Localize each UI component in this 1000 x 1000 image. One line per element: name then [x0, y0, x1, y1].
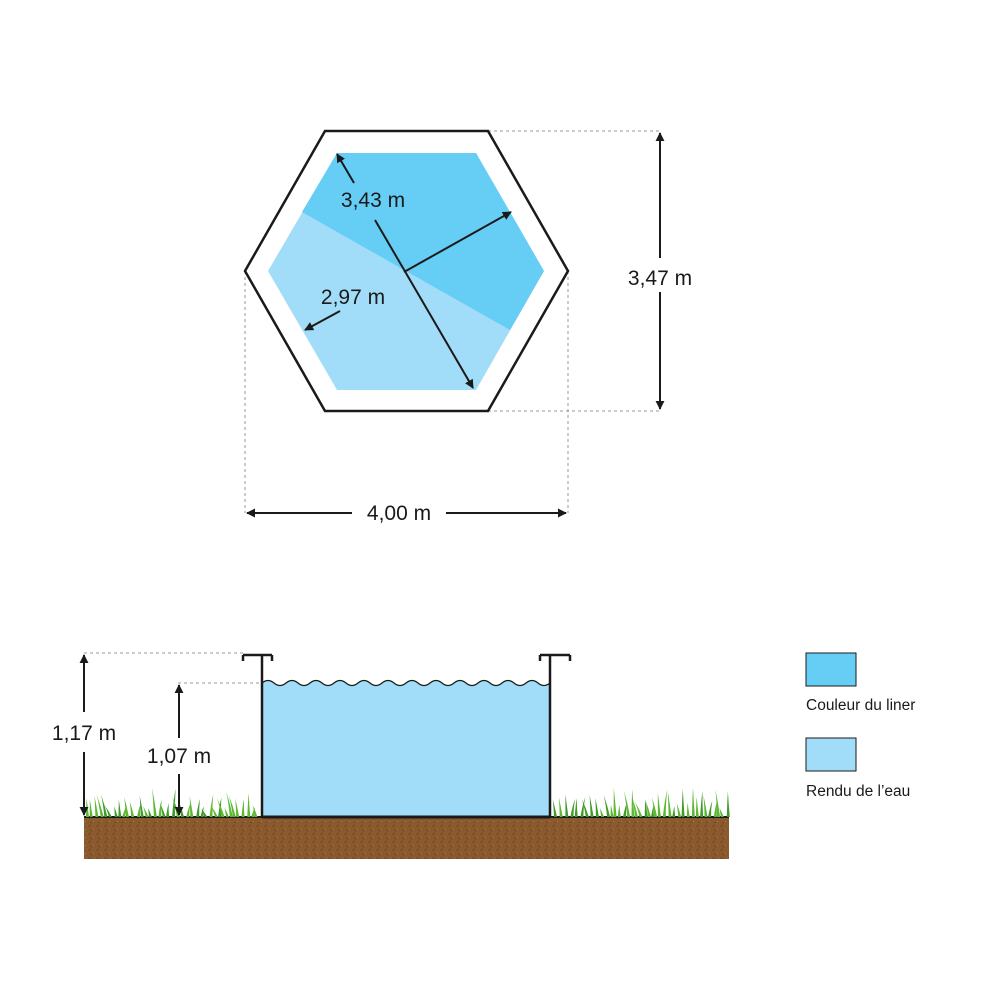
grass-blade	[657, 792, 661, 817]
grass-blade	[172, 788, 176, 817]
water-wave-line	[261, 679, 551, 687]
grass-blade	[118, 799, 122, 817]
grass-blade	[124, 797, 129, 817]
grass-blade	[224, 807, 229, 817]
grass-blade	[186, 803, 191, 817]
diagonal-arrow-lower	[374, 219, 474, 389]
grass-blade	[632, 798, 638, 817]
grass-blade	[662, 789, 668, 817]
grass-blade	[137, 803, 141, 817]
grass-blade	[603, 794, 611, 817]
diagonal-arrow-upper	[336, 153, 355, 184]
grass-blade	[196, 799, 200, 817]
grass-left	[86, 788, 258, 817]
liner-surface	[302, 153, 544, 330]
grass-blade	[708, 800, 713, 817]
legend: Couleur du liner Rendu de l’eau	[805, 652, 915, 800]
grass-blade	[139, 795, 144, 817]
grass-blade	[681, 788, 685, 817]
grass-blade	[667, 791, 672, 817]
grass-blade	[715, 789, 721, 817]
width-label: 4,00 m	[367, 502, 431, 525]
soil	[84, 817, 729, 859]
grass-blade	[695, 796, 699, 817]
inner-width-arrow-lower	[304, 310, 341, 331]
diagonal-label: 3,43 m	[341, 189, 405, 212]
grass-blade	[200, 806, 204, 817]
grass-blade	[228, 795, 236, 817]
grass-blade	[634, 801, 643, 817]
side-view: 1,17 m 1,07 m	[52, 652, 730, 859]
grass-blade	[104, 805, 112, 817]
grass-blade	[589, 794, 594, 817]
legend-swatch-water	[805, 737, 857, 772]
grass-blade	[595, 798, 599, 817]
grass-blade	[558, 797, 563, 817]
grass-blade	[252, 804, 258, 817]
grass-blade	[703, 795, 708, 817]
grass-blade	[210, 805, 218, 817]
inner-width-arrow-upper	[403, 211, 512, 273]
legend-label-water: Rendu de l’eau	[806, 783, 910, 800]
grass-blade	[726, 791, 730, 817]
grass-blade	[201, 808, 208, 817]
side-water	[262, 680, 550, 817]
grass-blade	[152, 788, 157, 817]
grass-blade	[691, 787, 695, 817]
grass-blade	[101, 794, 108, 817]
legend-swatch-liner	[805, 652, 857, 687]
legend-label-liner: Couleur du liner	[806, 697, 915, 714]
grass-blade	[570, 798, 576, 817]
grass-blade	[209, 794, 214, 817]
pool-wall-right	[538, 653, 572, 817]
grass-blade	[651, 806, 655, 817]
grass-blade	[631, 789, 635, 817]
grass-blade	[574, 798, 578, 817]
grass-blade	[129, 801, 135, 817]
grass-blade	[142, 806, 149, 817]
grass-blade	[676, 802, 682, 817]
grass-blade	[599, 807, 605, 817]
total-height-label: 1,17 m	[52, 722, 116, 745]
grass-blade	[617, 805, 621, 817]
grass-blade	[644, 799, 648, 817]
top-view: 3,43 m 2,97 m 3,47 m 4,00 m	[243, 129, 692, 525]
grass-blade	[610, 804, 614, 817]
grass-blade	[86, 798, 89, 817]
grass-blade	[235, 798, 240, 817]
grass-blade	[89, 799, 93, 817]
grass-blade	[114, 806, 118, 817]
grass-blade	[652, 797, 658, 817]
grass-blade	[179, 804, 184, 817]
grass-blade	[623, 802, 628, 817]
grass-blade	[226, 791, 233, 817]
grass-blade	[700, 790, 704, 817]
grass-blade	[581, 799, 589, 817]
grass-blade	[96, 794, 104, 817]
grass-blade	[624, 790, 631, 817]
grass-blade	[160, 803, 166, 817]
grass-blade	[686, 802, 690, 817]
grass-blade	[94, 796, 99, 817]
height-label: 3,47 m	[628, 267, 692, 290]
grass-blade	[552, 799, 557, 817]
grass-blade	[613, 787, 617, 817]
grass-blade	[148, 808, 152, 817]
grass-blade	[247, 793, 251, 817]
grass-blade	[672, 806, 676, 817]
grass-right	[552, 787, 730, 817]
pool-wall-left	[241, 653, 274, 817]
water-height-label: 1,07 m	[147, 745, 211, 768]
grass-blade	[719, 807, 724, 817]
grass-blade	[166, 803, 170, 817]
grass-blade	[645, 800, 651, 817]
grass-blade	[217, 798, 225, 817]
grass-blade	[158, 799, 162, 817]
grass-blade	[565, 794, 569, 817]
grass-blade	[241, 799, 245, 817]
grass-blade	[580, 797, 586, 817]
inner-width-label: 2,97 m	[321, 286, 385, 309]
grass-blade	[189, 796, 194, 817]
